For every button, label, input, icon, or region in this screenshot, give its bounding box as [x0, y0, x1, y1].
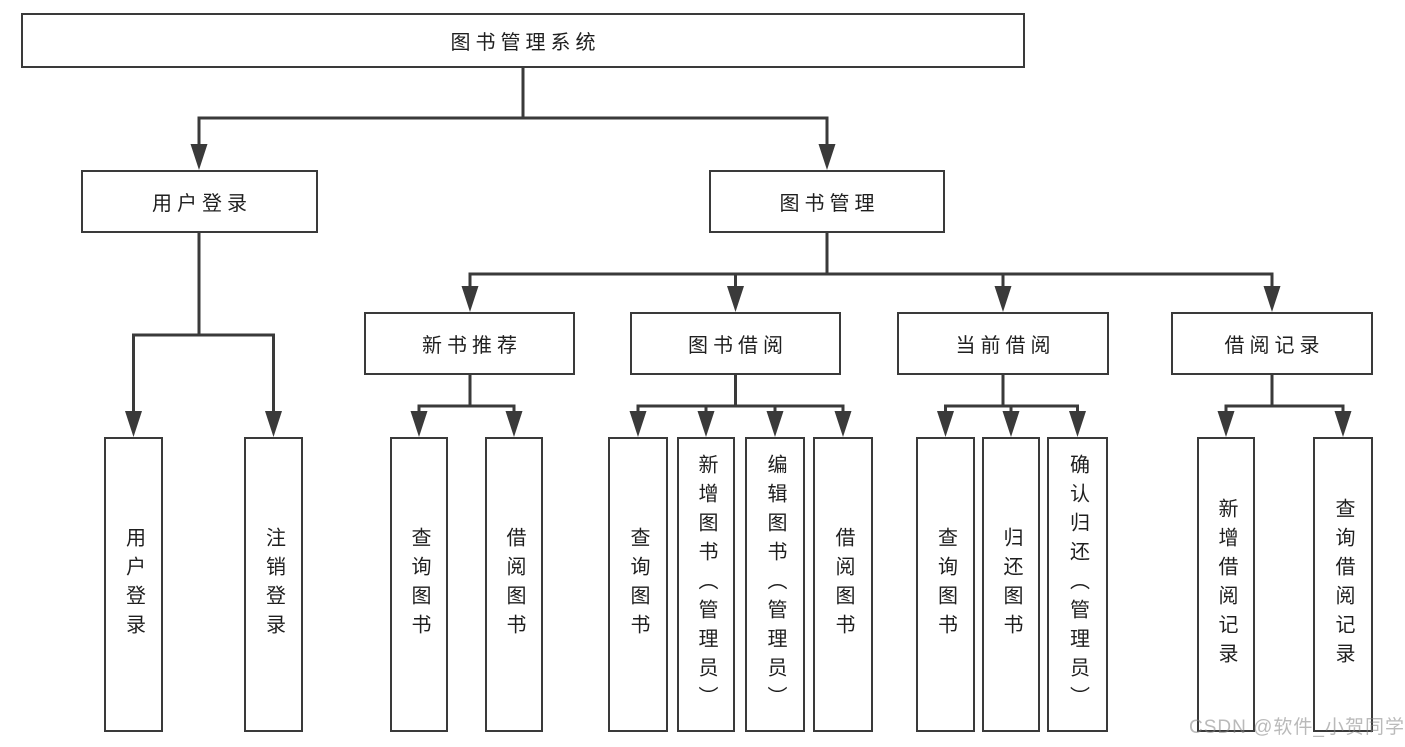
leaf-query-books-current: 查询图书 — [916, 437, 975, 732]
leaf-confirm-return-admin: 确认归还（管理员） — [1047, 437, 1108, 732]
leaf-query-books-borrowing: 查询图书 — [608, 437, 668, 732]
leaf-borrow-books-recommend: 借阅图书 — [485, 437, 543, 732]
node-book-borrowing: 图书借阅 — [630, 312, 841, 375]
node-borrowing-records: 借阅记录 — [1171, 312, 1373, 375]
leaf-add-borrow-record: 新增借阅记录 — [1197, 437, 1255, 732]
connector-book-borrow-children — [636, 373, 845, 431]
connector-new-book-rec-children — [417, 373, 516, 431]
node-book-management: 图书管理 — [709, 170, 945, 233]
node-current-borrowing: 当前借阅 — [897, 312, 1109, 375]
connector-book-mgmt-children — [468, 231, 1274, 306]
watermark: CSDN @软件_小贺同学 — [1189, 717, 1405, 738]
leaf-borrow-books-borrowing: 借阅图书 — [813, 437, 873, 732]
leaf-return-books: 归还图书 — [982, 437, 1040, 732]
leaf-query-borrow-record: 查询借阅记录 — [1313, 437, 1373, 732]
arrowheads — [125, 144, 1352, 437]
leaf-add-books-admin: 新增图书（管理员） — [677, 437, 735, 732]
connector-root-to-level2 — [197, 66, 829, 164]
node-user-login: 用户登录 — [81, 170, 318, 233]
leaf-user-login: 用户登录 — [104, 437, 163, 732]
node-new-book-recommend: 新书推荐 — [364, 312, 575, 375]
leaf-query-books-recommend: 查询图书 — [390, 437, 448, 732]
connector-borrow-records-children — [1224, 373, 1345, 431]
leaf-logout: 注销登录 — [244, 437, 303, 732]
connector-user-login-children — [132, 231, 275, 431]
node-root-library-system: 图书管理系统 — [21, 13, 1025, 68]
leaf-edit-books-admin: 编辑图书（管理员） — [745, 437, 805, 732]
